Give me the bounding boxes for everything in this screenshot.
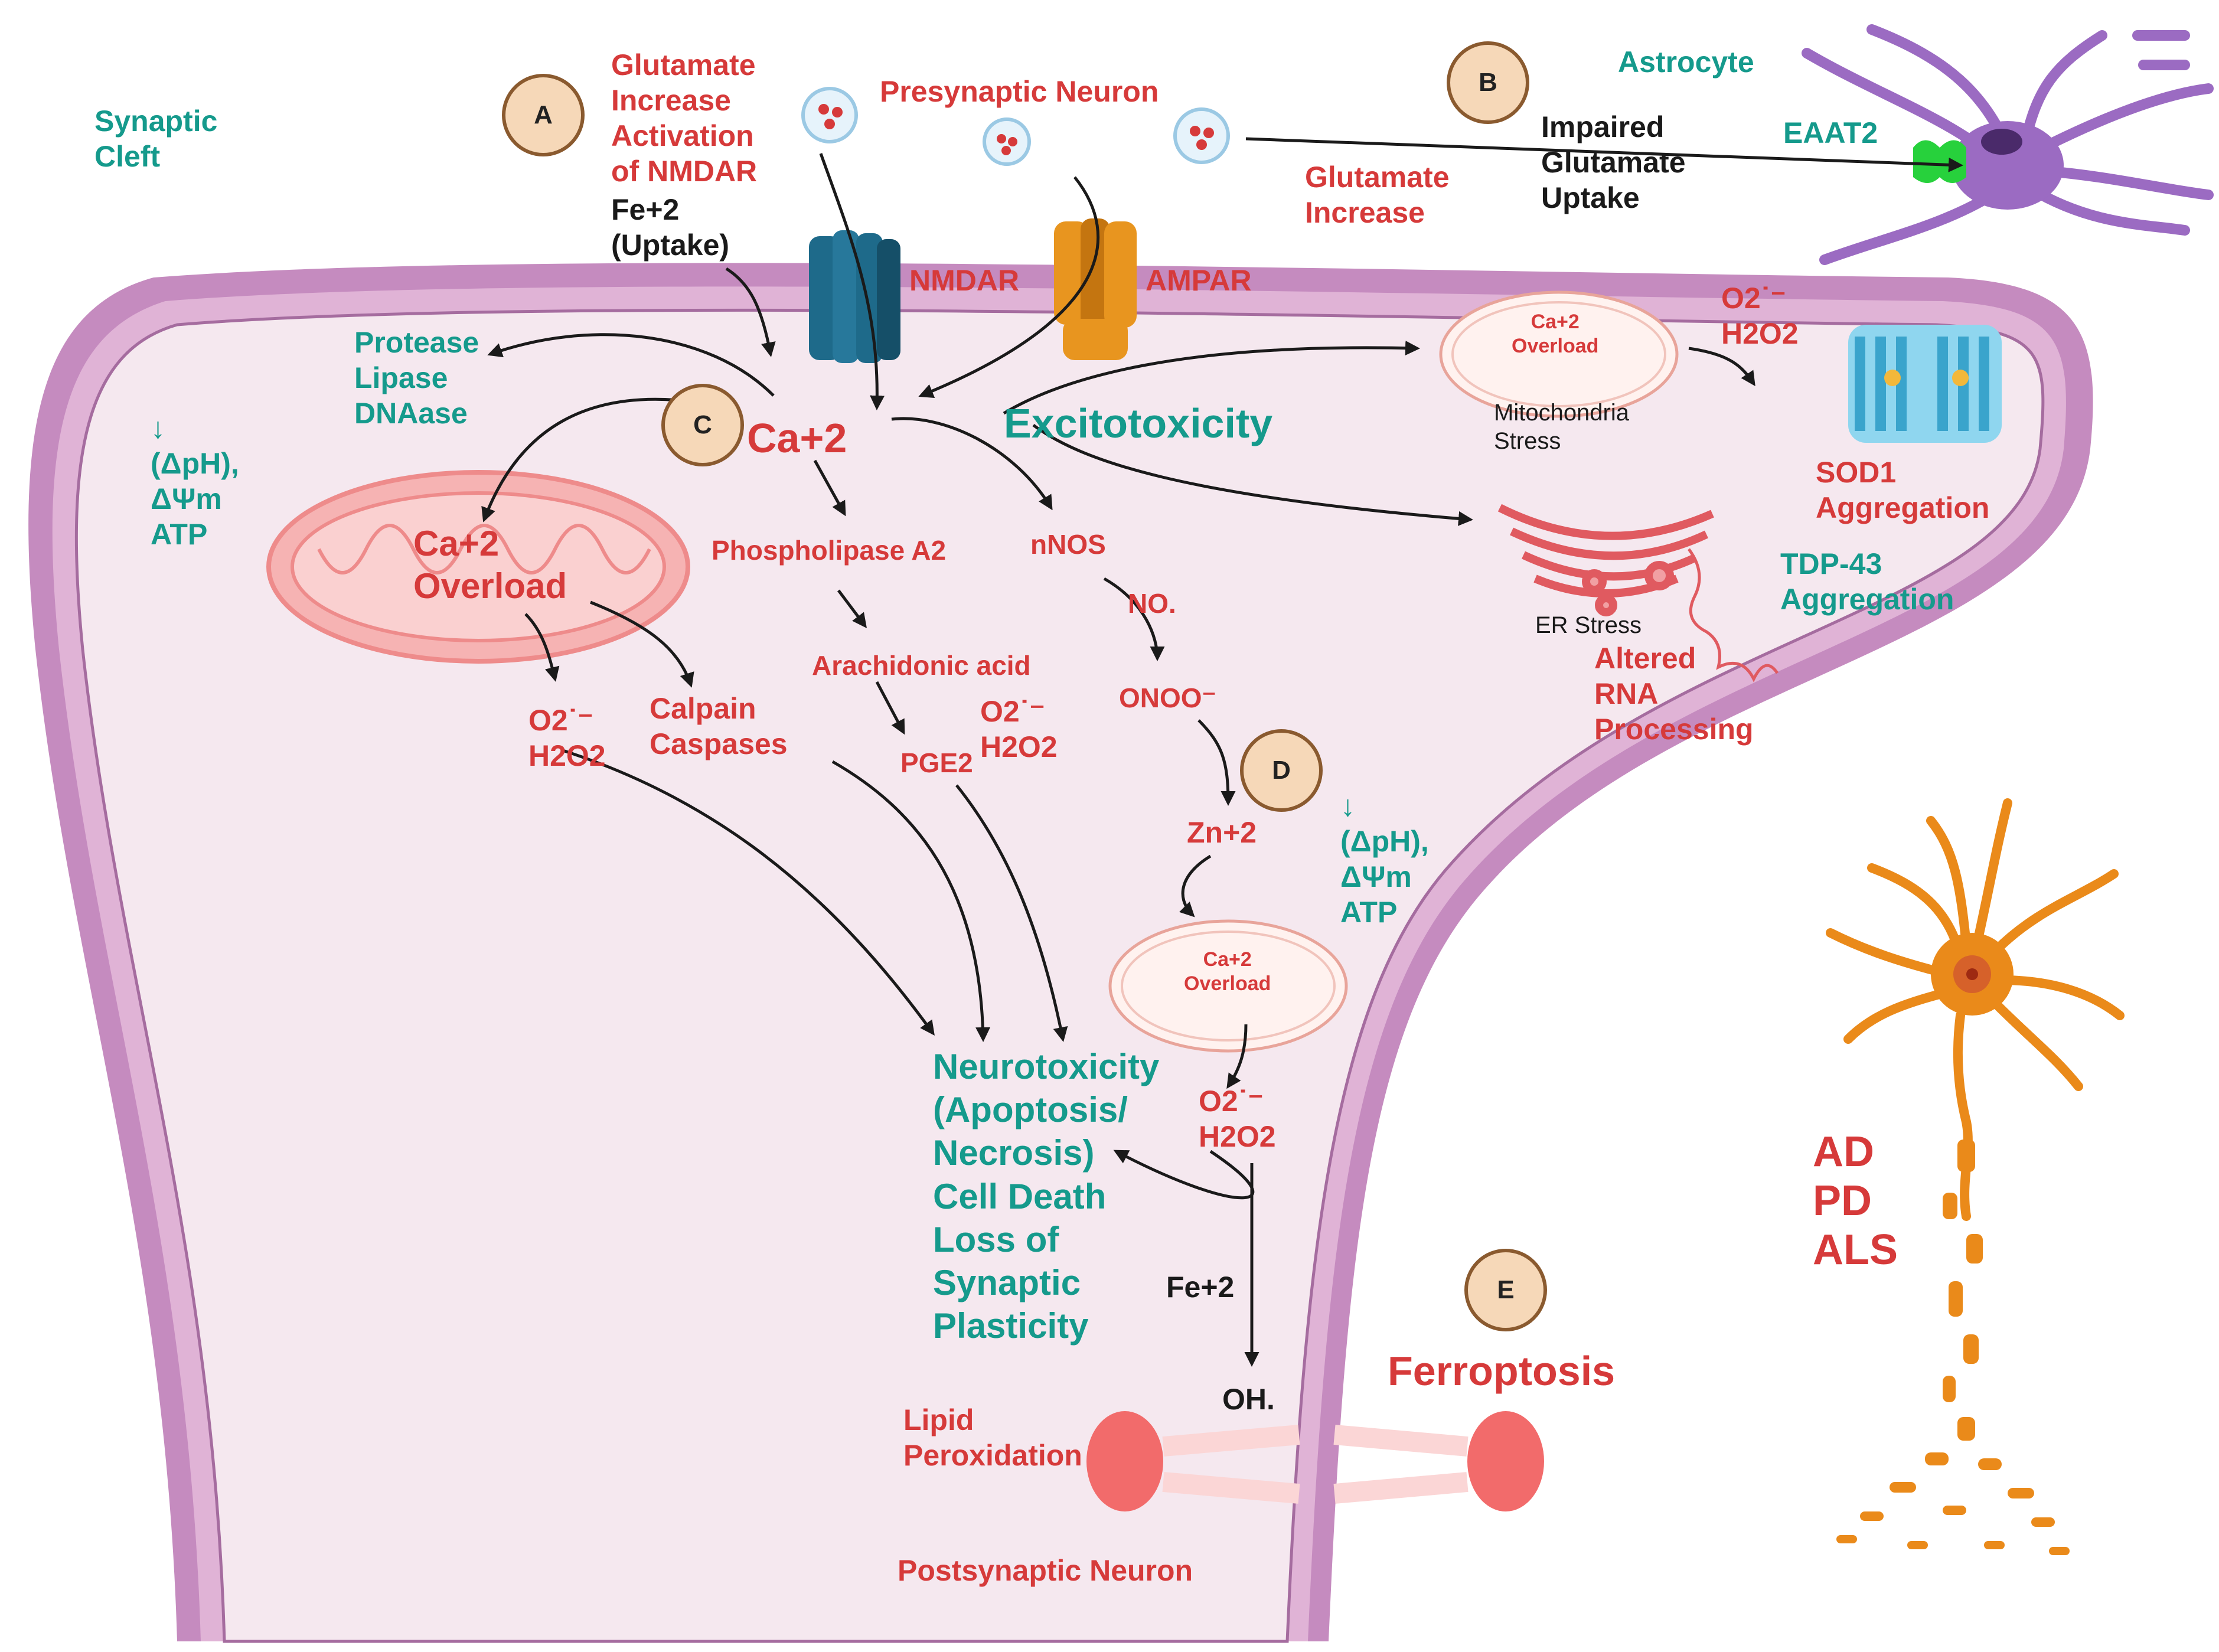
marker-b: B	[1447, 41, 1529, 124]
peroxynitrite-label: ONOO⁻	[1119, 683, 1216, 713]
neuron-axon-fragments	[1836, 1140, 2070, 1555]
neuron-nucleolus	[1966, 968, 1978, 980]
marker-e: E	[1464, 1249, 1547, 1331]
hydroxyl-label: OH.	[1222, 1383, 1275, 1416]
mitochondrion-small	[1108, 919, 1348, 1053]
astrocyte-label: Astrocyte	[1618, 45, 1754, 79]
nmdar-receptor	[809, 230, 900, 363]
arachidonic-acid-label: Arachidonic acid	[812, 650, 1031, 681]
vesicle-1	[801, 87, 858, 143]
pathway-arrows	[481, 137, 1963, 1367]
lipid-membrane-left	[1086, 1411, 1300, 1511]
marker-a: A	[502, 74, 585, 156]
marker-c: C	[661, 384, 744, 466]
ros-bottom-label: O2˙⁻H2O2	[1199, 1085, 1276, 1153]
astrocyte-soma	[1952, 121, 2064, 210]
ros-left-label: O2˙⁻H2O2	[528, 704, 606, 772]
vesicle-3	[1173, 107, 1230, 164]
excitotoxicity-label: Excitotoxicity	[1004, 400, 1273, 446]
ampar-label: AMPAR	[1146, 264, 1252, 297]
sod1-protein	[1848, 325, 2002, 443]
eaat2-label: EAAT2	[1783, 116, 1878, 149]
ros-top-label: O2˙⁻H2O2	[1721, 282, 1799, 350]
nnos-label: nNOS	[1030, 529, 1106, 560]
phospholipase-label: Phospholipase A2	[712, 535, 947, 566]
eaat2-transporter	[1913, 140, 1966, 183]
fe-uptake-label: Fe+2(Uptake)	[611, 193, 730, 262]
ferroptosis-label: Ferroptosis	[1388, 1348, 1616, 1394]
marker-d: D	[1240, 729, 1323, 812]
er-stress-label: ER Stress	[1535, 612, 1642, 638]
pge2-label: PGE2	[900, 747, 973, 778]
mitochondrion-left	[266, 470, 690, 664]
ampar-receptor	[1054, 218, 1137, 360]
mitochondrion-top	[1439, 290, 1679, 418]
postsynaptic-neuron-label: Postsynaptic Neuron	[898, 1554, 1193, 1587]
zinc-label: Zn+2	[1187, 816, 1257, 849]
no-label: NO.	[1128, 588, 1176, 619]
lipid-membrane-right	[1333, 1411, 1544, 1511]
calcium-label: Ca+2	[747, 415, 847, 461]
nmdar-label: NMDAR	[909, 264, 1020, 297]
endoplasmic-reticulum	[1497, 504, 1779, 683]
ros-mid-label: O2˙⁻H2O2	[980, 695, 1058, 763]
astrocyte-nucleus	[1981, 129, 2022, 155]
vesicle-2	[983, 117, 1031, 166]
presynaptic-neuron-label: Presynaptic Neuron	[880, 75, 1159, 108]
neurotoxicity-label: Neurotoxicity(Apoptosis/Necrosis)Cell De…	[933, 1047, 1160, 1346]
iron-label: Fe+2	[1166, 1271, 1235, 1304]
